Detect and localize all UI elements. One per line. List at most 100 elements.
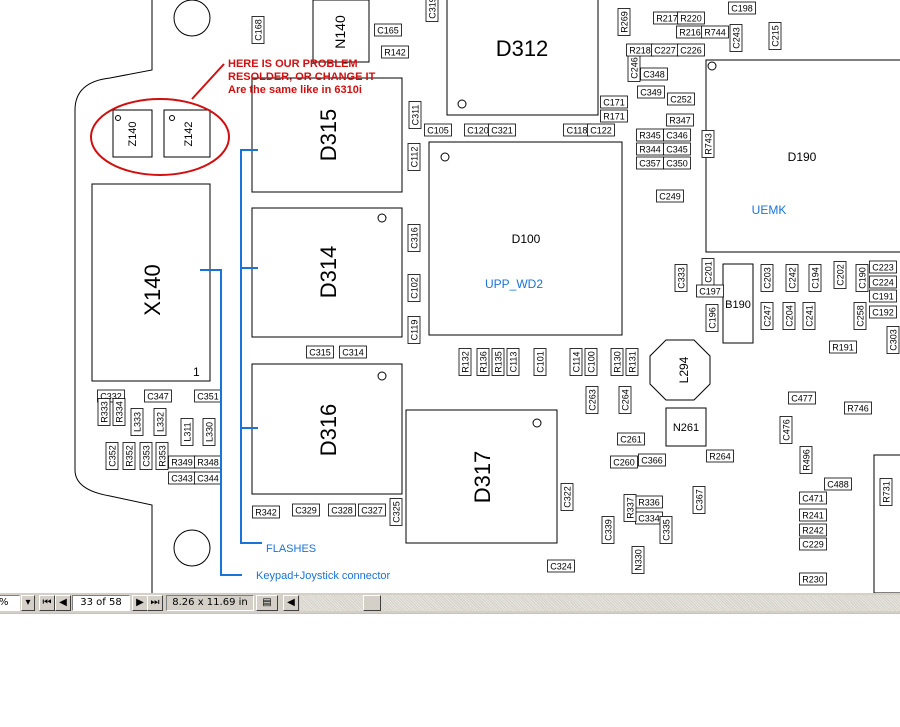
- component-label-text: C247: [763, 305, 773, 327]
- component-label: C366: [638, 453, 666, 467]
- previous-page-button[interactable]: ◀: [55, 595, 71, 611]
- page-layout-button[interactable]: ▤: [256, 595, 278, 611]
- component-label: C194: [808, 264, 822, 292]
- component-pad: [853, 302, 867, 330]
- component-label-text: C242: [788, 267, 798, 289]
- component-label-text: C303: [889, 329, 899, 351]
- component-label: C249: [656, 189, 684, 203]
- component-label-text: R191: [832, 343, 854, 353]
- last-page-button[interactable]: ⏭: [147, 595, 163, 611]
- component-label-text: C327: [361, 506, 383, 516]
- component-label: R191: [829, 340, 857, 354]
- component-label: C102: [407, 274, 421, 302]
- horizontal-scrollbar-thumb[interactable]: [363, 595, 381, 611]
- component-label: C202: [833, 261, 847, 289]
- component-pad: [587, 123, 615, 137]
- component-label: L330: [202, 418, 216, 446]
- component-label-text: C249: [659, 192, 681, 202]
- component-pad: [799, 508, 827, 522]
- page-layout-icon: ▤: [262, 597, 272, 608]
- component-label: C243: [729, 24, 743, 52]
- component-pad: [585, 386, 599, 414]
- component-pad: [637, 85, 665, 99]
- component-label-text: R496: [802, 449, 812, 471]
- component-label-text: C241: [805, 305, 815, 327]
- component-label: C260: [610, 455, 638, 469]
- component-label: R744: [701, 25, 729, 39]
- component-label-text: R348: [197, 458, 219, 468]
- component-label: C226: [677, 43, 705, 57]
- component-label: R731: [879, 478, 893, 506]
- component-label: R345: [636, 128, 664, 142]
- component-label: R130: [610, 348, 624, 376]
- label-b190: B190: [725, 299, 751, 311]
- horizontal-scrollbar-track[interactable]: [300, 595, 900, 611]
- component-label-text: R132: [461, 351, 471, 373]
- crystal-b190: [722, 263, 754, 344]
- component-label: C122: [587, 123, 615, 137]
- pcb-layout-diagram: D312 D315 D314 D316 D317 X140 1 D100 UPP…: [74, 0, 900, 594]
- component-label-text: C264: [621, 389, 631, 411]
- component-label: R496: [799, 446, 813, 474]
- page-number-field[interactable]: 33 of 58: [72, 595, 130, 611]
- component-label: R347: [666, 113, 694, 127]
- label-n261: N261: [673, 422, 699, 434]
- component-label-text: C477: [791, 394, 813, 404]
- component-label-text: R334: [115, 401, 125, 423]
- component-label-text: C101: [536, 351, 546, 373]
- component-pad: [252, 505, 280, 519]
- component-label-text: C215: [771, 25, 781, 47]
- component-label: C224: [869, 275, 897, 289]
- component-pad: [631, 546, 645, 574]
- component-label-text: C263: [588, 389, 598, 411]
- component-label-text: C345: [666, 145, 688, 155]
- pdf-document-view: D312 D315 D314 D316 D317 X140 1 D100 UPP…: [74, 0, 900, 594]
- problem-circle: [90, 98, 230, 176]
- component-label: C333: [674, 264, 688, 292]
- component-label-text: C335: [662, 519, 672, 541]
- component-pad: [677, 43, 705, 57]
- component-pad: [779, 416, 793, 444]
- page-size-display: 8.26 x 11.69 in: [166, 595, 254, 611]
- component-pad: [674, 264, 688, 292]
- component-label-text: L311: [183, 422, 193, 441]
- component-label: C314: [339, 345, 367, 359]
- scroll-left-button[interactable]: ◀: [283, 595, 299, 611]
- component-pad: [292, 503, 320, 517]
- next-page-button[interactable]: ▶: [132, 595, 148, 611]
- component-label: R241: [799, 508, 827, 522]
- component-pad: [458, 348, 472, 376]
- zoom-dropdown-button[interactable]: ▾: [21, 595, 35, 611]
- chip-d100: [428, 141, 623, 336]
- component-pad: [692, 486, 706, 514]
- component-label-text: R220: [680, 14, 702, 24]
- component-label-text: C366: [641, 456, 663, 466]
- component-pad: [799, 572, 827, 586]
- component-label: R132: [458, 348, 472, 376]
- component-label: C324: [547, 559, 575, 573]
- component-label: L333: [130, 408, 144, 436]
- inductor-l294: [649, 339, 711, 401]
- component-label-text: R171: [603, 112, 625, 122]
- chip-d312: [446, 0, 599, 116]
- component-pad: [677, 11, 705, 25]
- component-label-text: C102: [410, 277, 420, 299]
- component-n140: [312, 0, 370, 63]
- component-label: C347: [144, 389, 172, 403]
- annotation-line-2: RESOLDER, OR CHANGE IT: [228, 71, 376, 83]
- first-page-button[interactable]: ⏮: [39, 595, 55, 611]
- zoom-field[interactable]: %: [0, 595, 20, 611]
- component-pad: [153, 408, 167, 436]
- component-label: C114: [569, 348, 583, 376]
- component-pad: [306, 345, 334, 359]
- chip-label-d316: D316: [316, 404, 341, 457]
- component-pad: [491, 348, 505, 376]
- component-label-text: C315: [309, 348, 331, 358]
- component-label: C351: [194, 389, 222, 403]
- previous-page-icon: ◀: [59, 597, 67, 608]
- component-pad: [701, 130, 715, 158]
- component-label-text: C190: [858, 267, 868, 289]
- component-label-text: C202: [836, 264, 846, 286]
- component-pad: [381, 45, 409, 59]
- component-label: C101: [533, 348, 547, 376]
